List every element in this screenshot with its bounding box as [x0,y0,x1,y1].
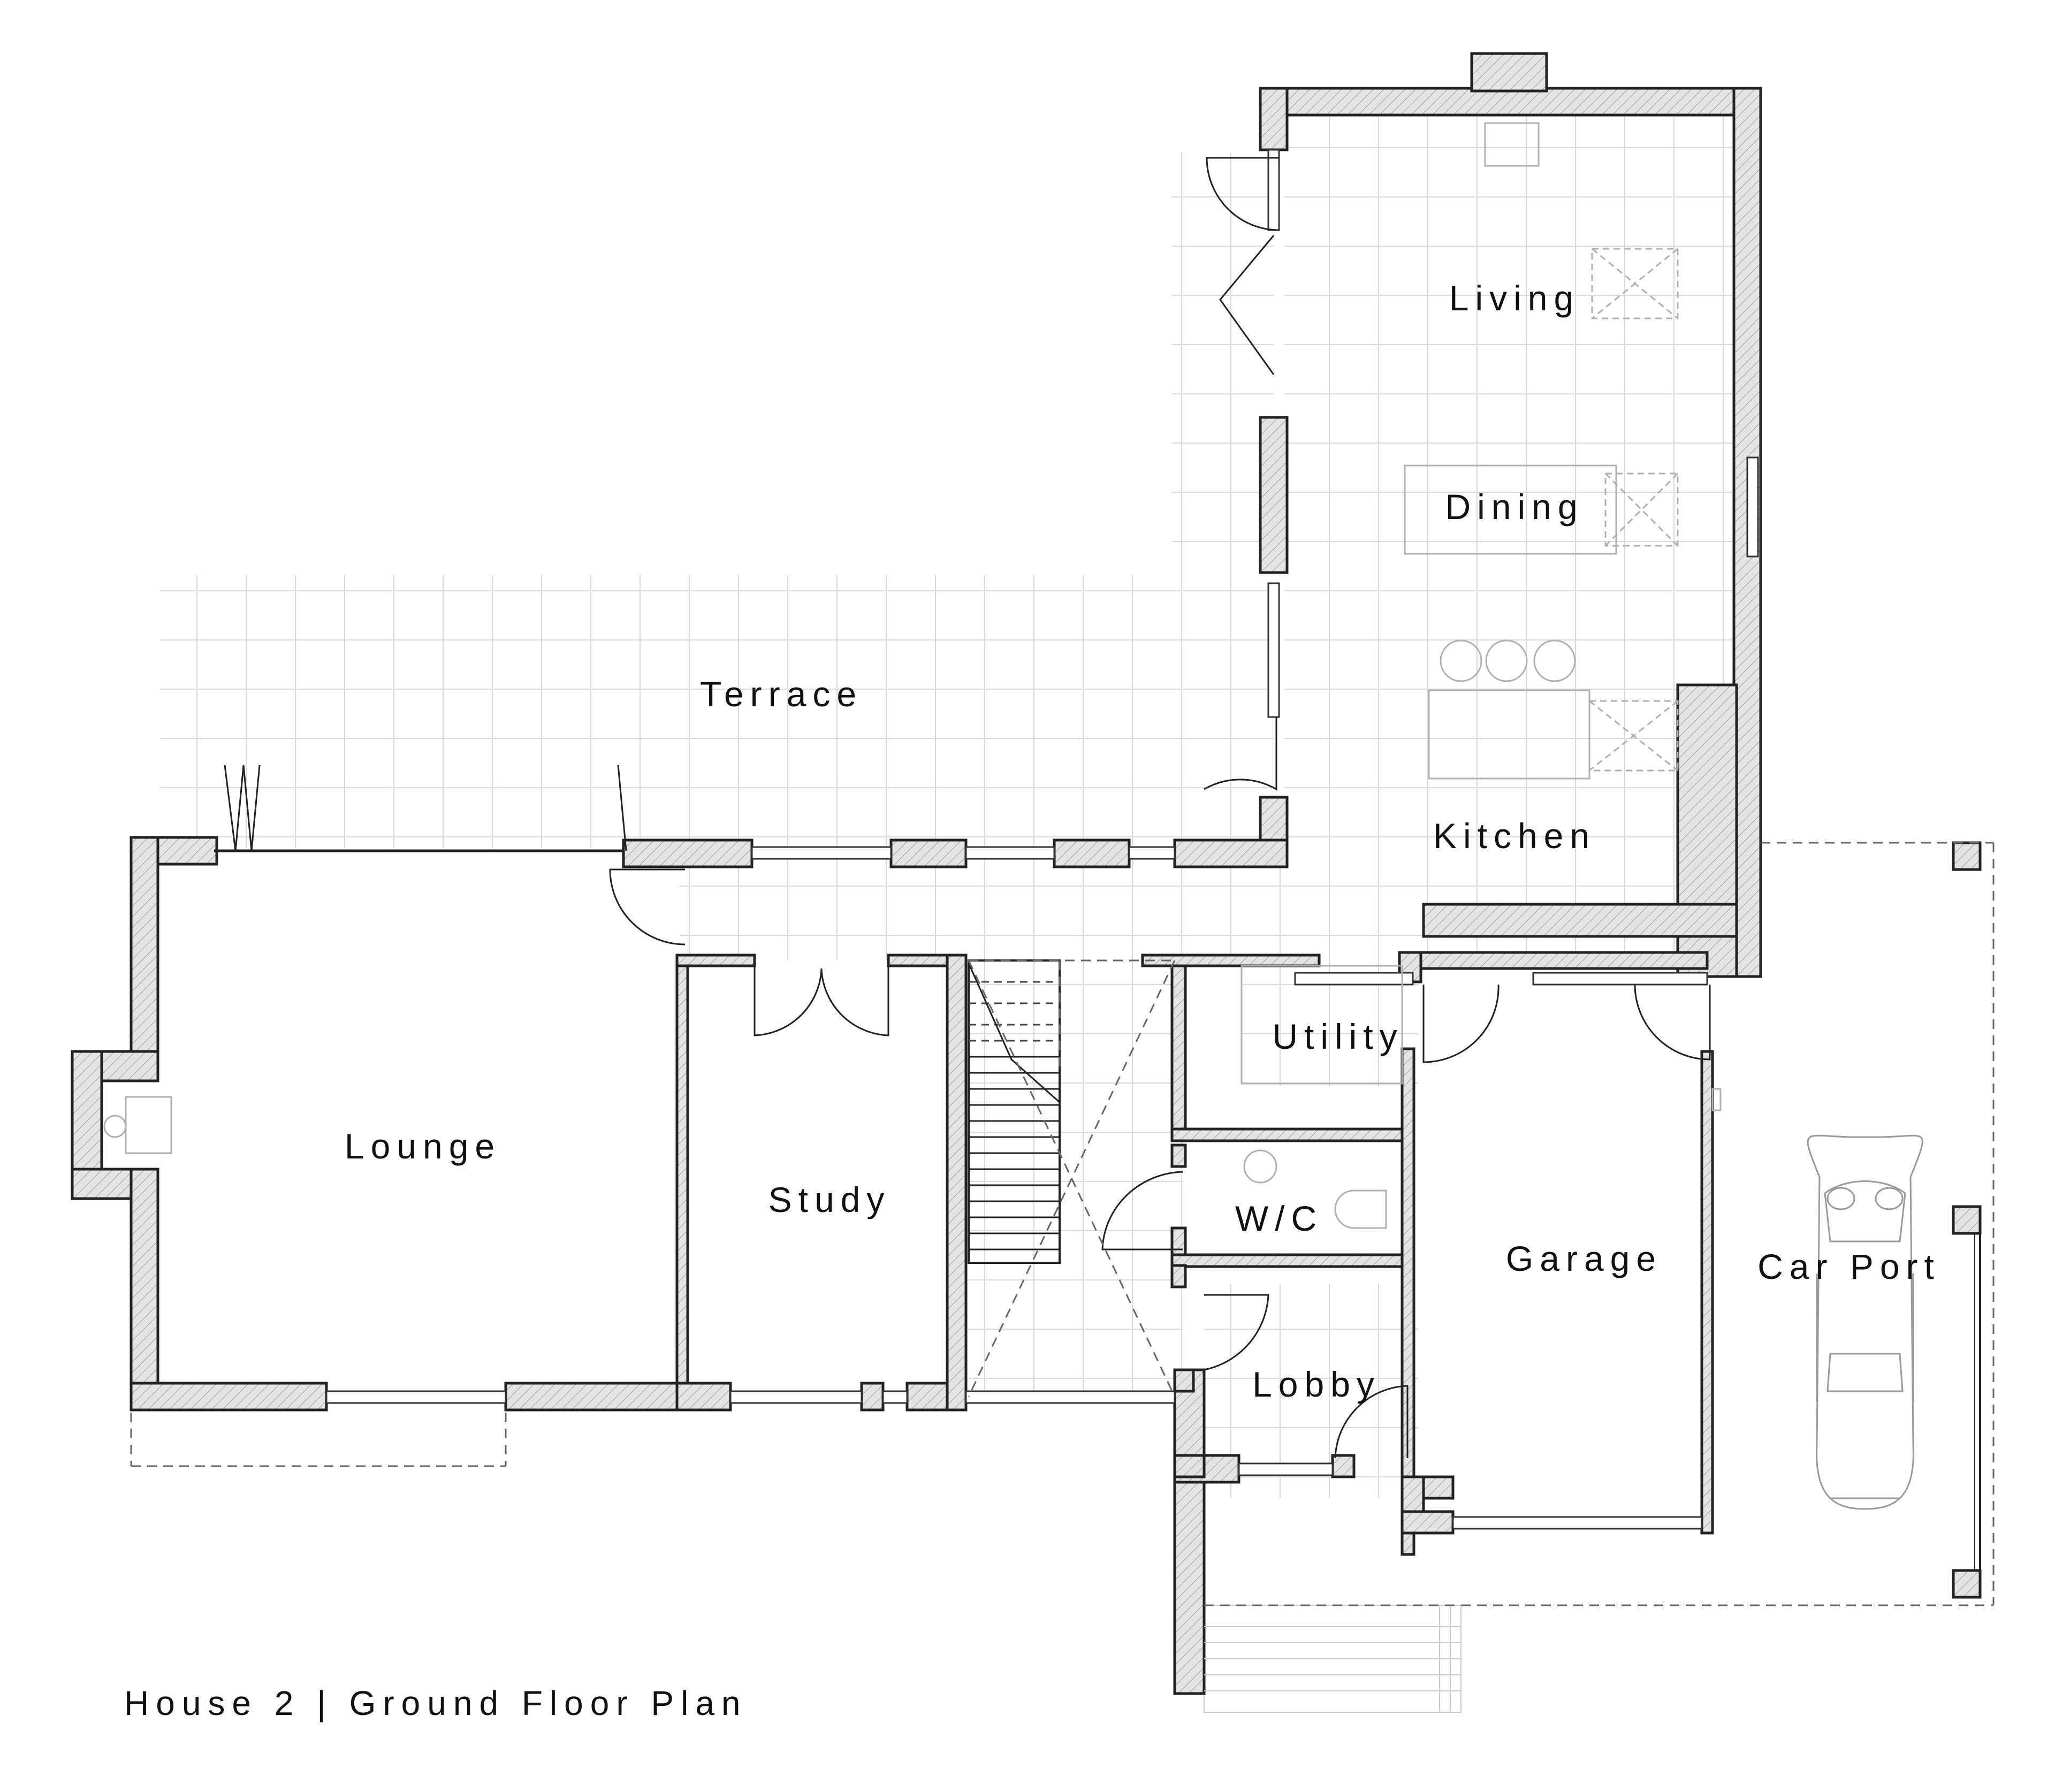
room-label-lounge: Lounge [345,1126,501,1166]
doors [224,157,1711,1459]
car-icon [1807,1134,1923,1510]
room-labels: Living Dining Terrace Kitchen Lounge Stu… [345,278,1940,1404]
room-label-dining: Dining [1445,487,1584,527]
decking [1204,1605,1461,1712]
stairs [968,959,1176,1397]
room-label-study: Study [768,1180,891,1219]
room-label-utility: Utility [1272,1017,1403,1056]
car-port-outline [130,842,1995,1606]
windows [214,149,1759,1530]
room-label-terrace: Terrace [700,674,863,714]
room-label-living: Living [1449,278,1580,318]
room-label-garage: Garage [1506,1239,1662,1278]
room-label-lobby: Lobby [1252,1364,1381,1404]
room-label-wc: W/C [1235,1199,1323,1238]
plan-caption: House 2 | Ground Floor Plan [124,1684,748,1722]
furniture [103,122,1722,1712]
room-label-car-port: Car Port [1757,1247,1940,1286]
walls [71,52,1982,1695]
room-label-kitchen: Kitchen [1433,816,1596,856]
